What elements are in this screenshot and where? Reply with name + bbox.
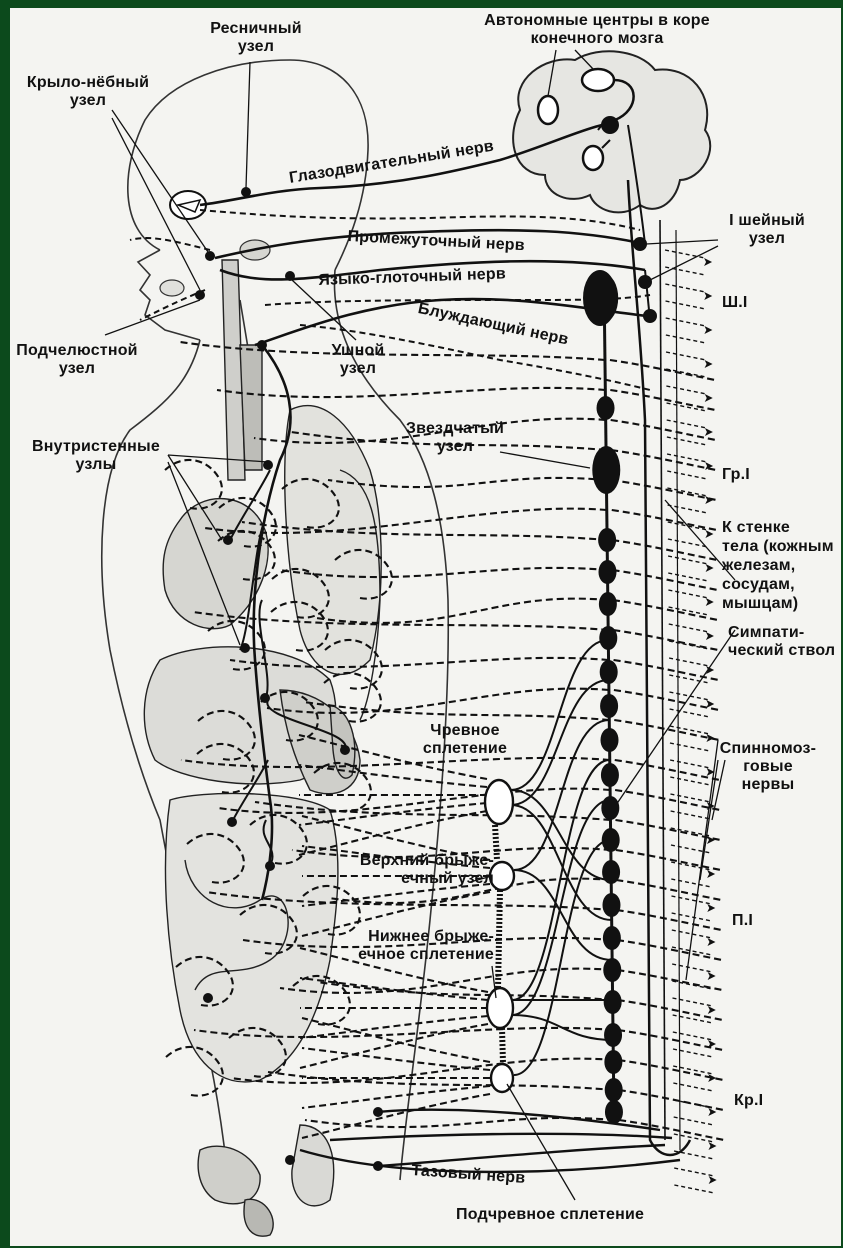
spinal-nerves-label: Спинномоз- говые нервы bbox=[708, 740, 828, 794]
sympathetic-ganglion bbox=[603, 926, 621, 950]
inf-mesenteric-line1: Нижнее брыже- bbox=[334, 928, 494, 946]
sympathetic-ganglion bbox=[602, 828, 620, 852]
body-wall-line4: сосудам, bbox=[722, 575, 834, 594]
sympathetic-ganglion bbox=[598, 560, 616, 584]
celiac-plexus-label: Чревное сплетение bbox=[410, 722, 520, 758]
sympathetic-ganglion bbox=[602, 893, 620, 917]
body-wall-label: К стенке тела (кожным железам, сосудам, … bbox=[722, 518, 834, 613]
sympathetic-ganglion bbox=[601, 728, 619, 752]
intramural-ganglia-label: Внутристенные узлы bbox=[16, 438, 176, 474]
submandibular-ganglion bbox=[195, 290, 205, 300]
sympathetic-ganglion bbox=[605, 1078, 623, 1102]
spinal-nerves-line1: Спинномоз- bbox=[708, 740, 828, 758]
otic-line2: узел bbox=[318, 360, 398, 378]
sympathetic-trunk-line1: Симпати- bbox=[728, 624, 835, 642]
sympathetic-trunk-label: Симпати- ческий ствол bbox=[728, 624, 835, 660]
intramural-line2: узлы bbox=[16, 456, 176, 474]
sympathetic-ganglion bbox=[599, 626, 617, 650]
superior-mesenteric-label: Верхний брыже- ечный узел bbox=[334, 852, 494, 888]
th1-segment-label: Гр.I bbox=[722, 466, 750, 484]
otic-ganglion-label: Ушной узел bbox=[318, 342, 398, 378]
sympathetic-ganglion bbox=[602, 860, 620, 884]
pterygopalatine-ganglion bbox=[205, 251, 215, 261]
s1-segment-label: Кр.I bbox=[734, 1092, 763, 1110]
pterygopalatine-line1: Крыло-нёбный bbox=[18, 74, 158, 92]
celiac-line2: сплетение bbox=[410, 740, 520, 758]
sup-mesenteric-line1: Верхний брыже- bbox=[334, 852, 494, 870]
cortex-center-left bbox=[538, 96, 558, 124]
stellate-line2: узел bbox=[400, 438, 510, 456]
ciliary-ganglion bbox=[241, 187, 251, 197]
spinal-nerves-line3: нервы bbox=[708, 776, 828, 794]
pterygopalatine-line2: узел bbox=[18, 92, 158, 110]
spinal-nerves-line2: говые bbox=[708, 758, 828, 776]
inferior-mesenteric-label: Нижнее брыже- ечное сплетение bbox=[334, 928, 494, 964]
cervical-ganglion-label: I шейный узел bbox=[712, 212, 822, 248]
sympathetic-ganglion bbox=[599, 592, 617, 616]
inf-mesenteric-line2: ечное сплетение bbox=[334, 946, 494, 964]
submandibular-gland bbox=[160, 280, 184, 296]
submandibular-line2: узел bbox=[12, 360, 142, 378]
sympathetic-ganglion bbox=[601, 763, 619, 787]
body-wall-line1: К стенке bbox=[722, 518, 834, 537]
sympathetic-ganglion bbox=[601, 796, 619, 820]
body-wall-line3: железам, bbox=[722, 556, 834, 575]
sympathetic-ganglion bbox=[604, 990, 622, 1014]
sympathetic-ganglion bbox=[605, 1100, 623, 1124]
sympathetic-ganglion bbox=[600, 660, 618, 684]
sympathetic-ganglion bbox=[604, 1023, 622, 1047]
sympathetic-ganglion bbox=[600, 694, 618, 718]
cervical-ganglion-line2: узел bbox=[712, 230, 822, 248]
cortex-center-bottom bbox=[583, 146, 603, 170]
sympathetic-ganglion bbox=[592, 446, 620, 494]
sympathetic-ganglion bbox=[597, 396, 615, 420]
paper bbox=[10, 8, 841, 1246]
autonomic-centers-line1: Автономные центры в коре bbox=[452, 12, 742, 30]
intramural-line1: Внутристенные bbox=[16, 438, 176, 456]
stellate-line1: Звездчатый bbox=[400, 420, 510, 438]
vagus-ganglion bbox=[257, 340, 267, 350]
celiac-line1: Чревное bbox=[410, 722, 520, 740]
ciliary-label-line1: Ресничный bbox=[196, 20, 316, 38]
otic-ganglion bbox=[285, 271, 295, 281]
superior-cervical-ganglion bbox=[583, 270, 617, 326]
sympathetic-ganglion bbox=[604, 1050, 622, 1074]
hypogastric-plexus-label: Подчревное сплетение bbox=[456, 1206, 644, 1224]
inferior-mesenteric-plexus bbox=[487, 988, 513, 1028]
ciliary-ganglion-label: Ресничный узел bbox=[196, 20, 316, 56]
sympathetic-ganglion bbox=[598, 528, 616, 552]
submandibular-line1: Подчелюстной bbox=[12, 342, 142, 360]
celiac-plexus bbox=[485, 780, 513, 824]
autonomic-centers-label: Автономные центры в коре конечного мозга bbox=[452, 12, 742, 48]
sympathetic-trunk-line2: ческий ствол bbox=[728, 642, 835, 660]
cortex-center-top bbox=[582, 69, 614, 91]
ciliary-label-line2: узел bbox=[196, 38, 316, 56]
otic-line1: Ушной bbox=[318, 342, 398, 360]
body-wall-line5: мышцам) bbox=[722, 594, 834, 613]
cervical-ganglion-line1: I шейный bbox=[712, 212, 822, 230]
submandibular-ganglion-label: Подчелюстной узел bbox=[12, 342, 142, 378]
l1-segment-label: П.I bbox=[732, 912, 753, 930]
c1-segment-label: Ш.I bbox=[722, 294, 748, 312]
sympathetic-ganglion bbox=[603, 958, 621, 982]
autonomic-centers-line2: конечного мозга bbox=[452, 30, 742, 48]
pterygopalatine-ganglion-label: Крыло-нёбный узел bbox=[18, 74, 158, 110]
stellate-ganglion-label: Звездчатый узел bbox=[400, 420, 510, 456]
body-wall-line2: тела (кожным bbox=[722, 537, 834, 556]
sup-mesenteric-line2: ечный узел bbox=[334, 870, 494, 888]
